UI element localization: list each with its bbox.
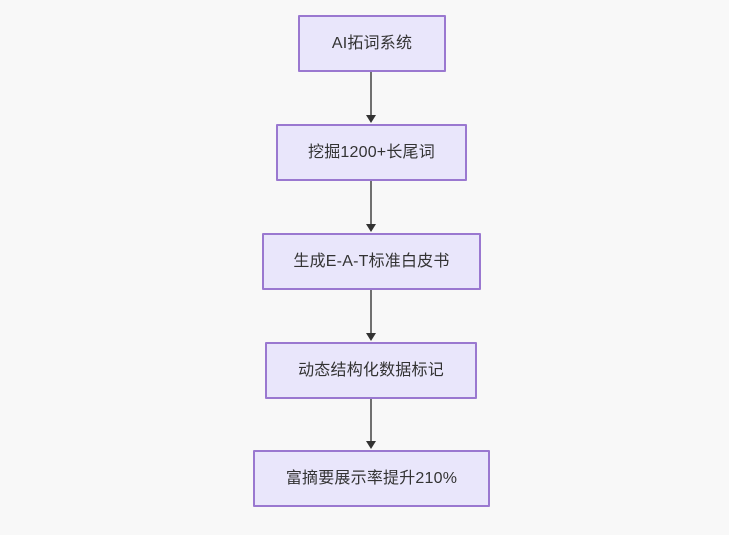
- flowchart-edge-n3-n4: [370, 290, 372, 334]
- arrow-down-icon: [366, 224, 376, 232]
- flowchart-node-label: 动态结构化数据标记: [298, 361, 444, 379]
- flowchart-node-n1[interactable]: AI拓词系统: [298, 15, 446, 72]
- arrow-down-icon: [366, 333, 376, 341]
- flowchart-node-label: 生成E-A-T标准白皮书: [293, 252, 450, 270]
- flowchart-edge-n2-n3: [370, 181, 372, 225]
- arrow-down-icon: [366, 115, 376, 123]
- flowchart-edge-n4-n5: [370, 399, 372, 442]
- flowchart-node-n4[interactable]: 动态结构化数据标记: [265, 342, 477, 399]
- flowchart-node-label: 富摘要展示率提升210%: [285, 469, 458, 487]
- flowchart-edge-n1-n2: [370, 72, 372, 116]
- flowchart-node-label: 挖掘1200+长尾词: [308, 143, 435, 161]
- flowchart-node-n3[interactable]: 生成E-A-T标准白皮书: [262, 233, 481, 290]
- flowchart-node-n2[interactable]: 挖掘1200+长尾词: [276, 124, 467, 181]
- flowchart-node-label: AI拓词系统: [331, 34, 413, 52]
- arrow-down-icon: [366, 441, 376, 449]
- flowchart-node-n5[interactable]: 富摘要展示率提升210%: [253, 450, 490, 507]
